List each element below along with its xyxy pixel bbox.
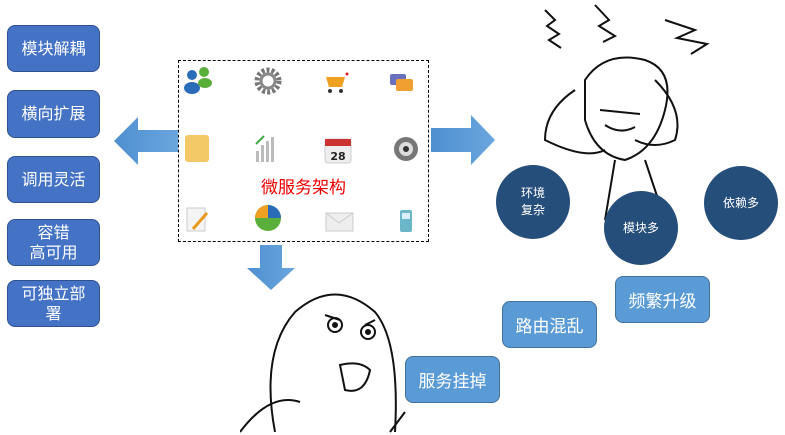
- benefit-fault-tolerance: 容错 高可用: [7, 219, 100, 266]
- down-arrow-icon: [247, 245, 295, 290]
- phone-icon: [400, 210, 412, 232]
- problem-circle-modules: 模块多: [604, 191, 678, 265]
- problem-service-down: 服务挂掉: [405, 356, 500, 403]
- service-icons: 28: [184, 67, 418, 232]
- edit-icon: [186, 207, 209, 232]
- problem-routing-chaos: 路由混乱: [502, 301, 597, 348]
- folder-icon: [185, 135, 209, 162]
- benefit-independent-deploy: 可独立部 署: [7, 280, 100, 327]
- svg-text:28: 28: [330, 150, 345, 163]
- gear-icon: [254, 67, 282, 95]
- benefit-decoupling: 模块解耦: [7, 25, 100, 72]
- benefit-flexible-calls: 调用灵活: [7, 156, 100, 203]
- problem-circle-environment: 环境 复杂: [496, 165, 570, 239]
- stressed-person-illustration: [543, 4, 710, 221]
- pie-chart-icon: [255, 205, 281, 231]
- cart-icon: [326, 72, 349, 93]
- problem-circle-dependencies: 依赖多: [704, 166, 778, 240]
- speaker-icon: [394, 137, 418, 161]
- angry-face-illustration: [240, 293, 406, 433]
- microservice-box: 28 微服务架构: [178, 60, 429, 242]
- chat-icon: [390, 74, 413, 91]
- benefit-scaling: 横向扩展: [7, 90, 100, 138]
- users-icon: [184, 67, 212, 94]
- right-arrow-icon: [431, 115, 495, 165]
- chart-growth-icon: [255, 135, 274, 162]
- left-arrow-icon: [114, 117, 178, 165]
- mail-icon: [325, 212, 354, 232]
- problem-frequent-upgrades: 频繁升级: [615, 276, 710, 323]
- calendar-icon: 28: [324, 138, 352, 164]
- microservice-title: 微服务架构: [261, 178, 346, 198]
